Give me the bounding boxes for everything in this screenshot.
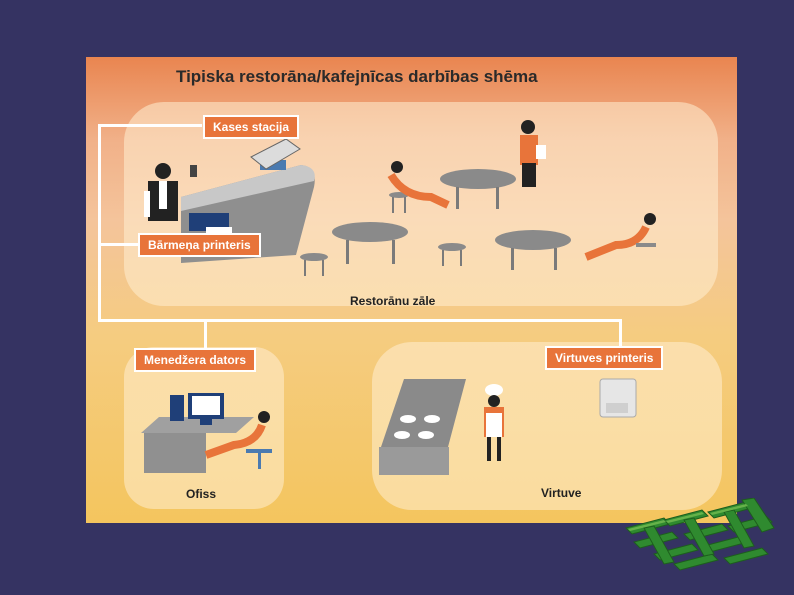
bar-printer-icon — [189, 213, 232, 233]
chef-figure — [484, 384, 504, 461]
diagram-illustrations — [86, 57, 737, 523]
kitchen-caption: Virtuve — [541, 486, 581, 500]
waiter-figure — [520, 120, 546, 187]
kitchen-stove — [379, 379, 466, 475]
kitchen-printer-label: Virtuves printeris — [545, 346, 663, 370]
office-caption: Ofiss — [186, 487, 216, 501]
restaurant-table — [440, 169, 516, 209]
restaurant-hall-caption: Restorānu zāle — [350, 294, 435, 308]
customer-figure — [586, 213, 656, 257]
green-lattice-logo — [624, 498, 784, 578]
restaurant-table — [332, 222, 408, 264]
diagram-slide: Tipiska restorāna/kafejnīcas darbības sh… — [86, 57, 737, 523]
cash-register-icon — [251, 139, 300, 170]
kitchen-printer-icon — [600, 379, 636, 417]
manager-computer-label: Menedžera dators — [134, 348, 256, 372]
cash-station-label: Kases stacija — [203, 115, 299, 139]
stool — [438, 243, 466, 266]
restaurant-table — [495, 230, 571, 270]
bar-printer-label: Bārmeņa printeris — [138, 233, 261, 257]
customer-figure — [391, 161, 448, 205]
stool — [300, 253, 328, 276]
